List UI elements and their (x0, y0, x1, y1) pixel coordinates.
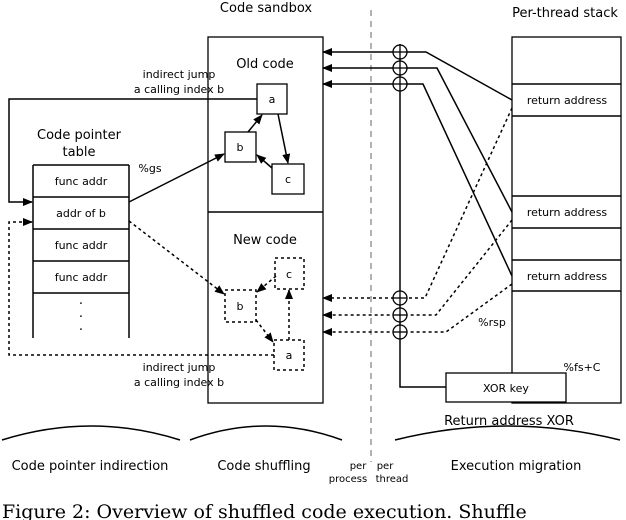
xor-key-feed-line (399, 44, 446, 388)
per-process-label-line2: process (329, 474, 367, 485)
code-pointer-table-title-line2: table (63, 145, 96, 160)
xor-key-box (445, 372, 567, 403)
xor-circle-new-2 (392, 307, 408, 323)
table-row-2: addr of b (56, 207, 106, 220)
fs-register-label: %fs+C (564, 361, 601, 374)
per-thread-label-line1: per (377, 461, 395, 472)
per-thread-stack (511, 36, 622, 404)
old-a-to-c-arrow (277, 113, 291, 164)
brace-execution-migration (394, 425, 621, 441)
indirect-jump-bottom-line2: a calling index b (134, 376, 224, 389)
table-row-1: func addr (55, 175, 108, 188)
table-ellipsis-1: · (79, 297, 83, 312)
code-pointer-table-title-line1: Code pointer (37, 128, 122, 143)
section-execution-migration: Execution migration (451, 459, 582, 474)
old-code-block-c-label: c (285, 173, 291, 186)
table-ellipsis-2: · (79, 310, 83, 325)
rsp-register-label: %rsp (478, 316, 506, 329)
xor-circle-old-3 (392, 76, 408, 92)
migrate-new-1 (322, 107, 513, 302)
migrate-old-1 (322, 48, 513, 101)
new-code-block-c-label: c (286, 268, 292, 281)
gs-register-label: %gs (138, 162, 161, 175)
per-process-label-line1: per (350, 461, 368, 472)
xor-circle-new-1 (392, 290, 408, 306)
brace-code-pointer-indirection (1, 425, 181, 441)
indirect-jump-bottom-line1: indirect jump (143, 361, 216, 374)
old-code-block-b (224, 131, 257, 163)
code-sandbox-title: Code sandbox (220, 1, 312, 16)
xor-key-label: XOR key (483, 382, 529, 395)
old-code-block-b-label: b (237, 141, 244, 154)
migrate-new-2 (322, 219, 513, 319)
xor-circle-old-2 (392, 60, 408, 76)
per-thread-label-line2: thread (376, 474, 409, 485)
stack-return-address-2: return address (527, 206, 608, 219)
new-b-to-a-arrow (255, 319, 274, 343)
xor-circle-new-3 (392, 324, 408, 340)
section-code-shuffling: Code shuffling (217, 459, 310, 474)
indirect-jump-top-path (8, 98, 257, 206)
return-address-xor-label: Return address XOR (444, 414, 574, 429)
old-b-to-a-arrow (247, 114, 263, 133)
brace-code-shuffling (189, 425, 343, 441)
new-code-block-b (224, 289, 257, 323)
per-thread-stack-title: Per-thread stack (512, 6, 618, 21)
addr-b-to-old-b-arrow (128, 153, 225, 203)
migrate-old-3 (322, 80, 513, 277)
new-code-block-a-label: a (286, 349, 293, 362)
indirect-jump-top-line1: indirect jump (143, 68, 216, 81)
table-ellipsis-3: · (79, 323, 83, 338)
old-c-to-b-arrow (256, 154, 273, 169)
migrate-old-2 (322, 64, 513, 213)
old-code-block-a-label: a (269, 93, 276, 106)
new-c-to-b-arrow (256, 275, 277, 293)
table-row-4: func addr (55, 271, 108, 284)
new-code-block-b-label: b (237, 300, 244, 313)
old-code-label: Old code (236, 57, 294, 72)
table-row-3: func addr (55, 239, 108, 252)
xor-circle-old-1 (392, 44, 408, 60)
stack-return-address-1: return address (527, 94, 608, 107)
indirect-jump-top-line2: a calling index b (134, 83, 224, 96)
old-code-block-a (256, 83, 288, 115)
new-code-label: New code (233, 233, 297, 248)
section-code-pointer-indirection: Code pointer indirection (12, 459, 169, 474)
figure-caption: Figure 2: Overview of shuffled code exec… (2, 501, 527, 520)
addr-b-to-new-b-arrow (128, 220, 225, 295)
old-code-block-c (271, 163, 305, 195)
migrate-new-3 (322, 283, 513, 336)
stack-return-address-3: return address (527, 270, 608, 283)
indirect-jump-bottom-path (8, 218, 274, 356)
